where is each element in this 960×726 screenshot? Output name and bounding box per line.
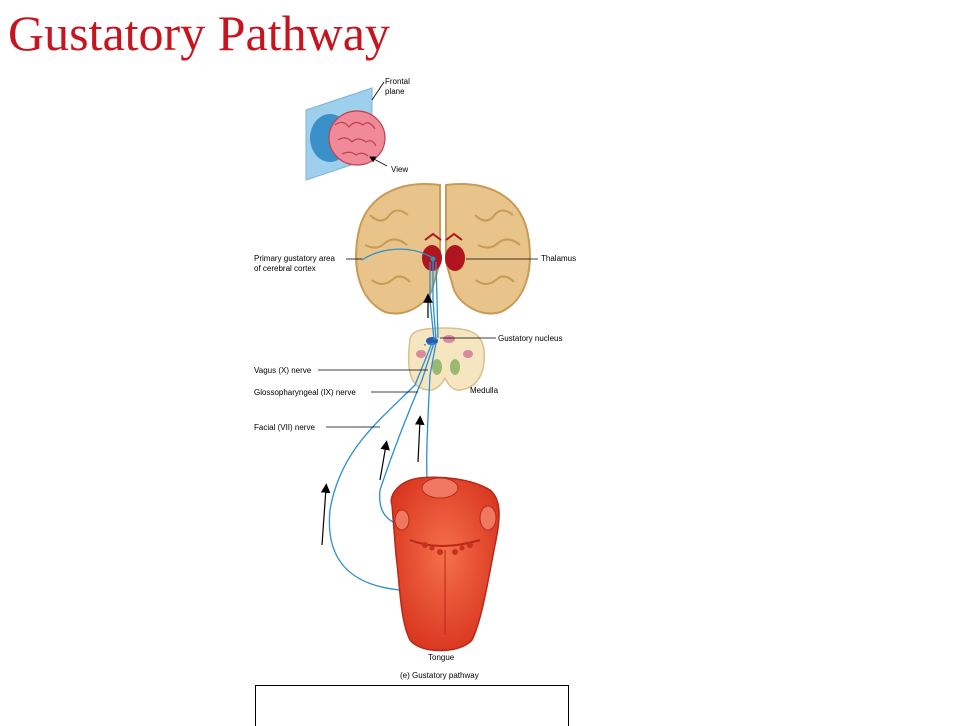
tongue-label: Tongue: [428, 653, 455, 662]
figure-caption: (e) Gustatory pathway: [400, 671, 479, 680]
slide-title: Gustatory Pathway: [8, 5, 390, 61]
direction-arrows: [320, 293, 433, 546]
medulla-label: Medulla: [470, 386, 499, 395]
glossopharyngeal-nerve-label: Glossopharyngeal (IX) nerve: [254, 388, 356, 397]
glossopharyngeal-nerve-fiber: [379, 342, 435, 526]
medulla-section: [407, 327, 486, 391]
coronal-brain-section: [355, 183, 531, 315]
thalamus-right: [445, 245, 465, 271]
frontal-plane-label-1: Frontal: [385, 77, 410, 86]
right-hemisphere: [445, 183, 531, 315]
primary-gustatory-label-2: of cerebral cortex: [254, 264, 316, 273]
gustatory-nucleus-label: Gustatory nucleus: [498, 334, 562, 343]
brain-orientation-icon: [305, 81, 388, 181]
facial-nerve-label: Facial (VII) nerve: [254, 423, 315, 432]
frontal-plane-label-2: plane: [385, 87, 405, 96]
thalamocortical-fiber: [361, 248, 434, 261]
view-label: View: [391, 165, 408, 174]
thalamus-label: Thalamus: [541, 254, 576, 263]
empty-text-box: [255, 685, 569, 726]
tongue-illustration: [390, 476, 500, 652]
small-brain: [328, 110, 386, 166]
vagus-nerve-label: Vagus (X) nerve: [254, 366, 312, 375]
facial-nerve-fiber: [328, 342, 433, 591]
primary-gustatory-label-1: Primary gustatory area: [254, 254, 335, 263]
